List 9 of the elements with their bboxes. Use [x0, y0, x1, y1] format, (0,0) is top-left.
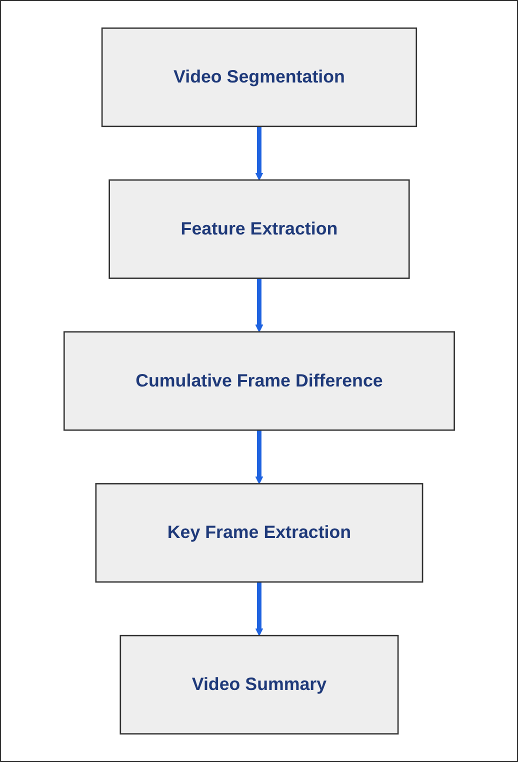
node-box: Feature Extraction [108, 179, 410, 279]
node-box: Cumulative Frame Difference [63, 331, 455, 431]
arrow [255, 582, 263, 636]
arrow [255, 278, 263, 332]
node-box: Key Frame Extraction [95, 483, 423, 583]
node-box: Video Summary [120, 634, 398, 734]
node-box: Video Segmentation [101, 27, 417, 128]
arrow [255, 430, 263, 484]
arrow [255, 126, 263, 180]
